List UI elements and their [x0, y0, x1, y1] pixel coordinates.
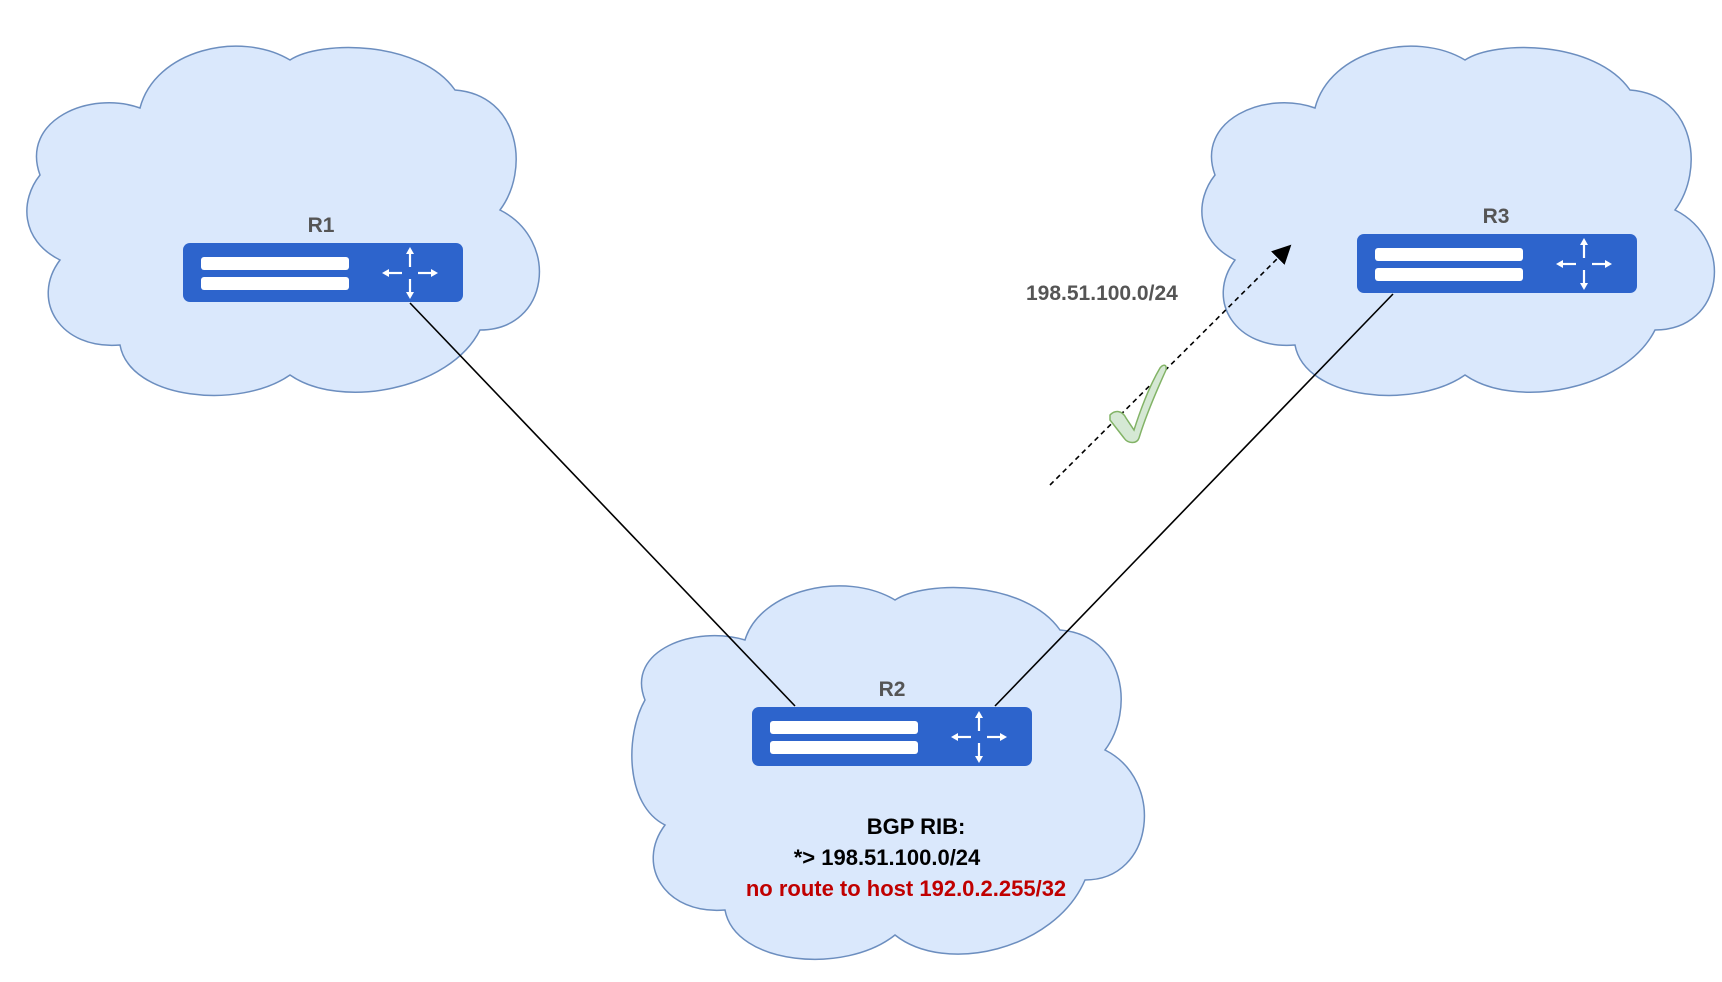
router-label-r1: R1 — [308, 214, 335, 237]
link-r1-r2 — [409, 302, 796, 707]
router-label-r3: R3 — [1483, 205, 1510, 228]
router-r1[interactable] — [183, 243, 463, 302]
router-r2[interactable] — [752, 707, 1032, 766]
router-icon — [382, 247, 438, 299]
bgp-rib-title: BGP RIB: — [867, 814, 966, 839]
cloud-r2 — [631, 585, 1146, 960]
router-port-bar — [770, 741, 918, 754]
advertised-prefix-label: 198.51.100.0/24 — [1026, 282, 1178, 305]
router-port-bar — [1375, 268, 1523, 281]
link-r3-r2 — [994, 293, 1394, 707]
router-icon — [1556, 238, 1612, 290]
router-port-bar — [201, 277, 349, 290]
router-port-bar — [201, 257, 349, 270]
advertisement-arrow — [1049, 244, 1292, 486]
router-r3[interactable] — [1357, 234, 1637, 293]
checkmark-icon — [1109, 364, 1167, 444]
bgp-rib-error: no route to host 192.0.2.255/32 — [746, 876, 1066, 901]
cloud-r3 — [1201, 45, 1716, 397]
bgp-rib-entry: *> 198.51.100.0/24 — [794, 845, 981, 870]
cloud-r1 — [26, 45, 541, 397]
router-port-bar — [1375, 248, 1523, 261]
router-icon — [951, 711, 1007, 763]
router-port-bar — [770, 721, 918, 734]
router-label-r2: R2 — [879, 678, 906, 701]
